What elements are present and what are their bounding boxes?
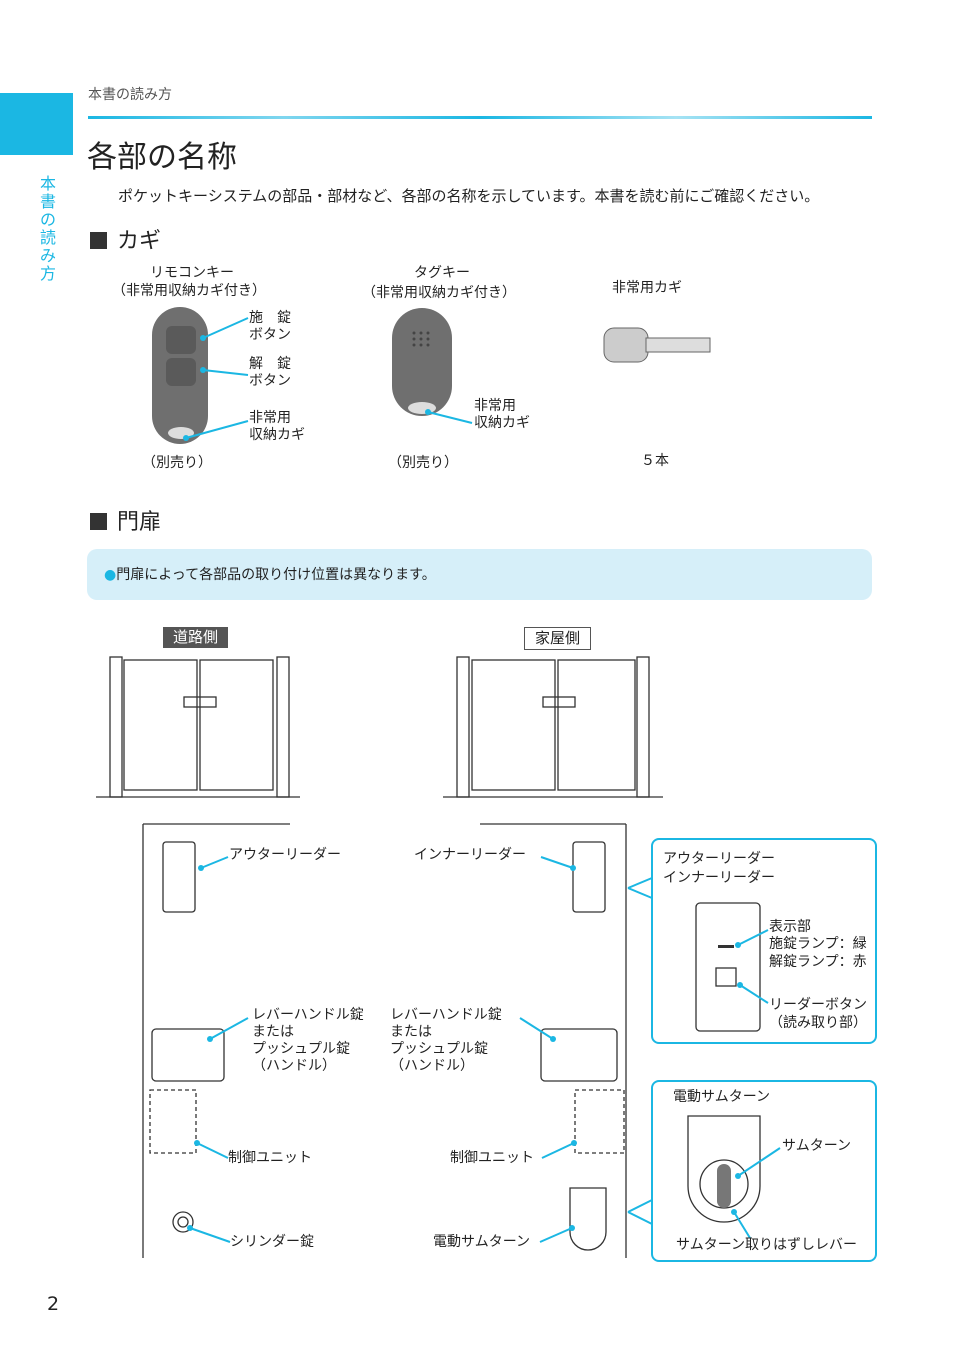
outer-reader-image [162,841,196,913]
remote-key-subtitle: （非常用収納カギ付き） [112,283,266,299]
emergency-key-name: 非常用カギ [612,280,682,296]
reader-button-label: リーダーボタン [769,997,867,1013]
side-section-label: 本書の読み方 [40,174,57,283]
remote-key-name: リモコンキー [150,265,234,281]
intro-text: ポケットキーシステムの部品・部材など、各部の名称を示しています。本書を読む前にご… [118,187,820,205]
section-header: 本書の読み方 [88,87,172,103]
tag-emergency-label: 非常用 [474,398,516,414]
keys-heading: カギ [90,229,161,255]
unlock-button-label: 解 錠 [249,356,291,372]
lock-lamp-label: 施錠ランプ：緑 [769,936,867,952]
unlock-button-label-2: ボタン [249,373,291,389]
outer-reader-label: アウターリーダー [229,847,341,863]
reader-box-title-2: インナーリーダー [663,870,775,886]
tag-key-image [392,308,452,416]
cylinder-lock-image [172,1211,194,1233]
cylinder-lock-label: シリンダー錠 [230,1234,314,1250]
tag-emergency-label-2: 収納カギ [474,415,530,431]
tag-key-subtitle: （非常用収納カギ付き） [362,285,516,301]
page-number: 2 [47,1293,60,1315]
thumb-release-lever-label: サムターン取りはずしレバー [676,1237,858,1253]
keys-heading-text: カギ [117,229,162,254]
section-tab [0,93,73,155]
header-rule [88,116,872,119]
lock-button-label: 施 錠 [249,310,291,326]
lock-button-label-2: ボタン [249,327,291,343]
inner-reader-label: インナーリーダー [414,847,526,863]
lever-handle-label-left: レバーハンドル錠またはプッシュプル錠（ハンドル） [252,1007,364,1074]
control-unit-label-left: 制御ユニット [228,1150,312,1166]
page-title: 各部の名称 [87,140,237,175]
gate-heading-text: 門扉 [117,510,162,535]
gate-note-text: 門扉によって各部品の取り付け位置は異なります。 [116,567,436,583]
emergency-key-image [603,327,711,363]
unlock-lamp-label: 解錠ランプ：赤 [769,954,867,970]
control-unit-label-right: 制御ユニット [450,1150,534,1166]
thumb-turn-image [569,1187,607,1251]
reader-detail-box [651,838,877,1044]
house-side-label: 家屋側 [524,627,592,650]
road-side-label: 道路側 [163,627,229,648]
gate-note: ●門扉によって各部品の取り付け位置は異なります。 [104,567,436,583]
thumb-label: サムターン [782,1138,852,1154]
tag-key-name: タグキー [414,265,470,281]
display-label: 表示部 [769,919,811,935]
reader-button-label-2: （読み取り部） [769,1015,867,1031]
thumb-turn-label: 電動サムターン [433,1234,531,1250]
reader-box-title: アウターリーダー [663,851,775,867]
remote-emergency-label-2: 収納カギ [249,427,305,443]
gate-note-box [87,549,872,600]
lever-handle-label-right: レバーハンドル錠またはプッシュプル錠（ハンドル） [390,1007,502,1074]
tag-sold-separately: （別売り） [388,455,458,471]
gate-heading: 門扉 [90,510,161,536]
thumb-turn-detail-box [651,1080,877,1262]
remote-sold-separately: （別売り） [142,455,212,471]
thumb-box-title: 電動サムターン [673,1089,771,1105]
remote-emergency-label: 非常用 [249,410,291,426]
inner-reader-image [572,841,606,913]
emergency-key-count: ５本 [641,453,669,469]
